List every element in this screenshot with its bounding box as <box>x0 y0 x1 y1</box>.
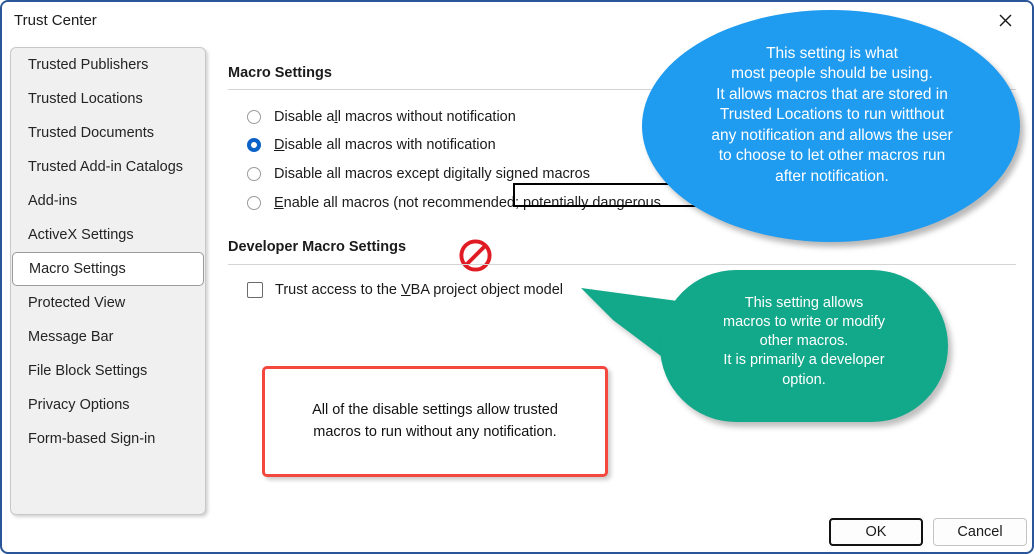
close-icon[interactable] <box>982 4 1028 36</box>
sidebar-item-message-bar[interactable]: Message Bar <box>11 320 205 354</box>
macro-option-radio-1[interactable] <box>247 110 261 124</box>
developer-macro-settings-heading: Developer Macro Settings <box>228 239 407 255</box>
macro-option-radio-3[interactable] <box>247 167 261 181</box>
sidebar-item-label: Protected View <box>28 295 126 311</box>
macro-option-label-2: Disable all macros with notification <box>274 137 496 153</box>
sidebar-item-trusted-add-in-catalogs[interactable]: Trusted Add-in Catalogs <box>11 150 205 184</box>
sidebar-item-protected-view[interactable]: Protected View <box>11 286 205 320</box>
trust-vba-access-checkbox[interactable] <box>247 282 263 298</box>
macro-option-4[interactable]: Enable all macros (not recommended; pote… <box>247 195 661 211</box>
sidebar-item-trusted-locations[interactable]: Trusted Locations <box>11 82 205 116</box>
macro-option-1[interactable]: Disable all macros without notification <box>247 109 516 125</box>
sidebar-item-privacy-options[interactable]: Privacy Options <box>11 388 205 422</box>
sidebar-item-macro-settings[interactable]: Macro Settings <box>12 252 204 286</box>
sidebar-item-label: Trusted Add-in Catalogs <box>28 159 184 175</box>
trust-vba-access-label: Trust access to the VBA project object m… <box>275 282 563 298</box>
sidebar-item-trusted-publishers[interactable]: Trusted Publishers <box>11 48 205 82</box>
main-pane: Macro Settings Disable all macros withou… <box>228 47 1018 497</box>
sidebar-item-trusted-documents[interactable]: Trusted Documents <box>11 116 205 150</box>
sidebar-item-file-block-settings[interactable]: File Block Settings <box>11 354 205 388</box>
close-glyph <box>999 14 1011 26</box>
page-title: Trust Center <box>14 12 97 29</box>
ok-button[interactable]: OK <box>829 518 923 546</box>
developer-macro-settings-divider <box>228 264 1016 265</box>
macro-option-radio-2[interactable] <box>247 138 261 152</box>
sidebar-item-label: Message Bar <box>28 329 114 345</box>
sidebar-item-label: File Block Settings <box>28 363 148 379</box>
green-callout-tail <box>581 288 685 368</box>
sidebar-item-label: ActiveX Settings <box>28 227 134 243</box>
sidebar-item-label: Trusted Documents <box>28 125 154 141</box>
macro-option-2[interactable]: Disable all macros with notification <box>247 137 496 153</box>
red-annotation-text: All of the disable settings allow truste… <box>312 402 558 440</box>
sidebar-item-label: Macro Settings <box>29 261 126 277</box>
sidebar-item-add-ins[interactable]: Add-ins <box>11 184 205 218</box>
macro-settings-heading: Macro Settings <box>228 65 332 81</box>
sidebar-item-label: Add-ins <box>28 193 78 209</box>
sidebar-item-label: Trusted Locations <box>28 91 143 107</box>
green-callout-bubble <box>660 270 948 422</box>
sidebar-item-label: Form-based Sign-in <box>28 431 156 447</box>
macro-option-label-1: Disable all macros without notification <box>274 109 516 125</box>
macro-option-label-4: Enable all macros (not recommended; pote… <box>274 195 661 211</box>
blue-callout-bubble <box>642 10 1020 242</box>
sidebar-item-label: Privacy Options <box>28 397 130 413</box>
sidebar-item-label: Trusted Publishers <box>28 57 149 73</box>
cancel-button[interactable]: Cancel <box>933 518 1027 546</box>
macro-option-radio-4[interactable] <box>247 196 261 210</box>
sidebar-item-activex-settings[interactable]: ActiveX Settings <box>11 218 205 252</box>
trust-vba-access-checkbox-row[interactable]: Trust access to the VBA project object m… <box>247 282 563 298</box>
macro-option-label-3: Disable all macros except digitally sign… <box>274 166 590 182</box>
prohibition-icon <box>459 239 492 272</box>
macro-settings-divider <box>228 89 1016 90</box>
sidebar-item-form-based-sign-in[interactable]: Form-based Sign-in <box>11 422 205 456</box>
macro-option-3[interactable]: Disable all macros except digitally sign… <box>247 166 590 182</box>
red-annotation-box: All of the disable settings allow truste… <box>262 366 608 477</box>
